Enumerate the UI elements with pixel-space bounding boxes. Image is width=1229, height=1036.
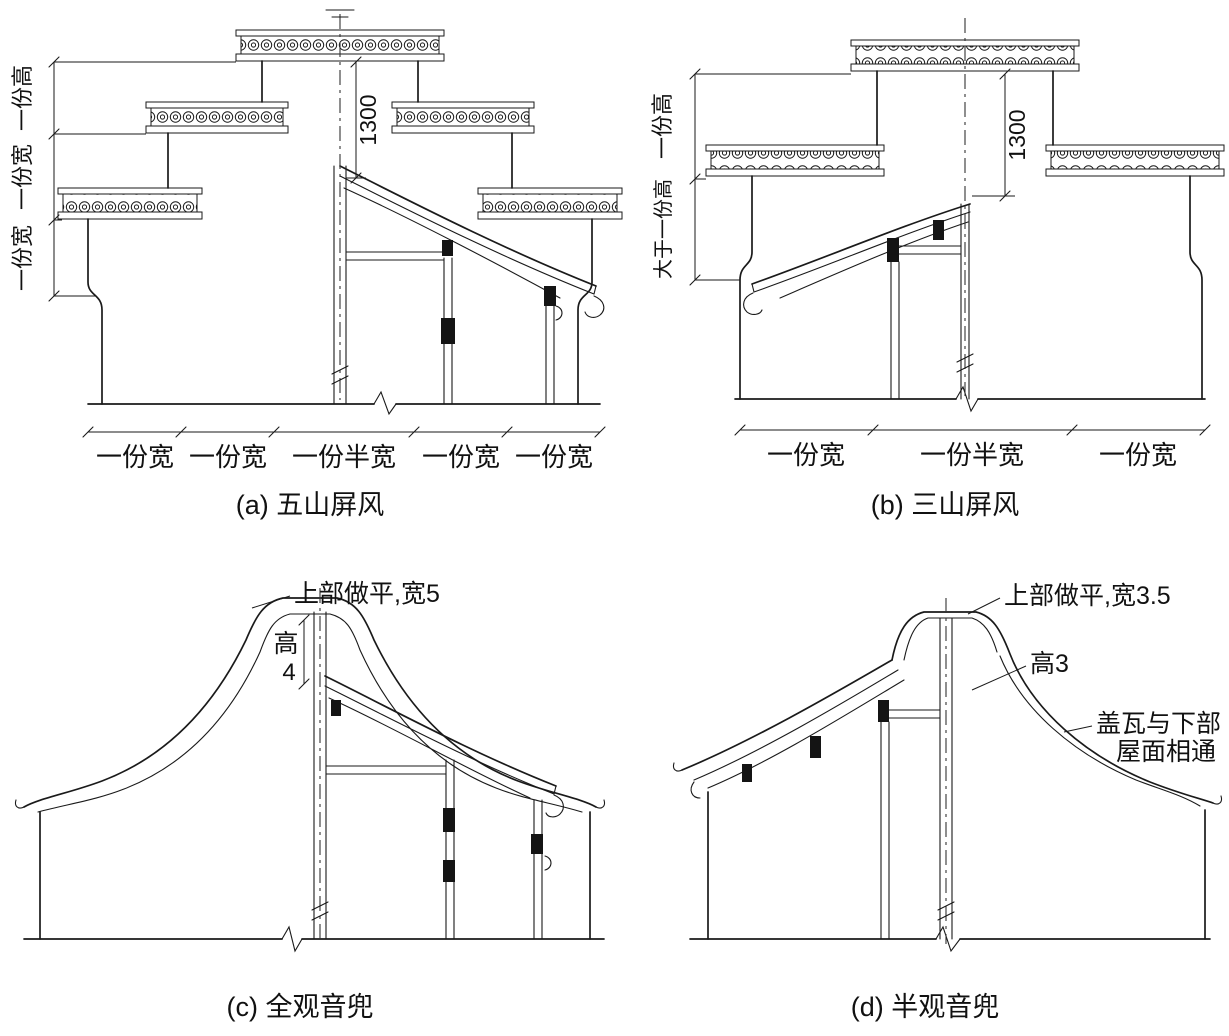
dim-label-bottom-3: 一份宽: [1099, 440, 1177, 470]
gable-cap-mid-right: [391, 101, 535, 134]
gable-cap-low-right: [477, 187, 623, 220]
roof-fitting: [441, 318, 455, 344]
dim-label-bottom-4: 一份宽: [422, 442, 500, 472]
eave-hook: [743, 292, 763, 315]
panel-b-caption: (b) 三山屏风: [871, 490, 1020, 520]
panel-c-caption: (c) 全观音兜: [227, 992, 374, 1022]
roof-fitting: [887, 238, 899, 262]
panel-c-drawing: 上部做平,宽5 高 4 (c) 全观音兜: [14, 580, 606, 1022]
gable-cap-side-right: [1045, 144, 1225, 177]
roof-fitting: [544, 286, 556, 306]
eave-hook: [584, 295, 605, 318]
eave-bracket: [690, 781, 701, 799]
height-label: 高: [273, 630, 298, 658]
roof-fitting: [531, 834, 543, 854]
eave-hook: [545, 794, 564, 818]
hood-outline-d: [672, 611, 1223, 940]
panel-d: 上部做平,宽3.5 高3 盖瓦与下部 屋面相通 (d) 半观音兜: [630, 560, 1229, 1030]
centerline-c: [311, 588, 329, 944]
roof-fitting: [442, 240, 453, 256]
gable-cap-side-left: [705, 144, 885, 177]
height-note: 高3: [1030, 650, 1069, 678]
roof-fitting: [933, 220, 944, 240]
hood-outline-c: [14, 597, 606, 940]
dimensions-b: [689, 68, 1211, 436]
panel-a-caption: (a) 五山屏风: [236, 490, 385, 520]
dim-label-bottom-5: 一份宽: [515, 442, 593, 472]
side-note-line2: 屋面相通: [1116, 738, 1216, 766]
dim-label-left-top: 一份高: [650, 93, 675, 159]
dim-label-bottom-2: 一份宽: [189, 442, 267, 472]
gable-cap-low-left: [57, 187, 203, 220]
side-note-leader: [1063, 725, 1093, 733]
roof-section-b: [743, 203, 971, 400]
dim-label-left-top: 一份高: [10, 65, 35, 131]
roof-section-c: [313, 611, 564, 940]
dim-value-1300: 1300: [1004, 109, 1030, 160]
top-note: 上部做平,宽5: [294, 580, 440, 608]
dim-value-1300: 1300: [355, 94, 381, 145]
dimensions-a: [48, 56, 606, 438]
wall-edges: [87, 60, 593, 405]
panel-b-drawing: 一份高 大于一份高 1300 一份宽 一份半宽 一份宽 (b) 三山屏风: [650, 18, 1225, 520]
ground-line: [23, 925, 605, 953]
roof-fitting: [331, 700, 341, 716]
height-value: 4: [282, 659, 295, 686]
panel-a: 一份高 一份宽 一份宽 1300 一份宽 一份宽 一份半宽 一份宽 一份宽 (a…: [0, 0, 640, 540]
dim-label-left-middle: 一份宽: [10, 144, 35, 210]
roof-fitting: [878, 700, 889, 722]
roof-fitting: [810, 736, 821, 758]
dim-label-left-bottom: 一份宽: [10, 225, 35, 291]
dim-label-bottom-1: 一份宽: [96, 442, 174, 472]
dim-label-bottom-2: 一份半宽: [920, 440, 1024, 470]
dimension-1300: [346, 56, 366, 184]
roof-section-d: [742, 617, 953, 940]
dim-label-bottom-3: 一份半宽: [292, 442, 396, 472]
ground-line: [689, 925, 1211, 953]
top-note: 上部做平,宽3.5: [1004, 582, 1171, 610]
panel-b: 一份高 大于一份高 1300 一份宽 一份半宽 一份宽 (b) 三山屏风: [640, 0, 1229, 530]
roof-fitting: [742, 764, 752, 782]
dim-label-bottom-1: 一份宽: [767, 440, 845, 470]
centerline-d: [937, 598, 955, 944]
wall-edges: [739, 70, 1203, 400]
side-note-line1: 盖瓦与下部: [1096, 710, 1221, 738]
dimension-1300: [972, 68, 1015, 202]
height-note-leader: [971, 665, 1027, 691]
height-dimension-c: [298, 614, 310, 690]
dim-label-left-bottom: 大于一份高: [652, 179, 675, 279]
centerline-b: [956, 18, 974, 396]
panel-d-drawing: 上部做平,宽3.5 高3 盖瓦与下部 屋面相通 (d) 半观音兜: [672, 582, 1223, 1022]
centerline-a: [325, 9, 355, 400]
top-note-leader: [251, 595, 291, 609]
gable-cap-mid-left: [145, 101, 289, 134]
panel-a-drawing: 一份高 一份宽 一份宽 1300 一份宽 一份宽 一份半宽 一份宽 一份宽 (a…: [10, 9, 623, 520]
top-note-leader: [967, 597, 1001, 615]
ground-line: [87, 390, 601, 416]
panel-c: 上部做平,宽5 高 4 (c) 全观音兜: [0, 560, 630, 1030]
roof-fitting: [443, 860, 455, 882]
roof-fitting: [443, 808, 455, 832]
gable-wall-b: [705, 39, 1225, 413]
ground-line: [734, 385, 1206, 413]
panel-d-caption: (d) 半观音兜: [851, 992, 1000, 1022]
